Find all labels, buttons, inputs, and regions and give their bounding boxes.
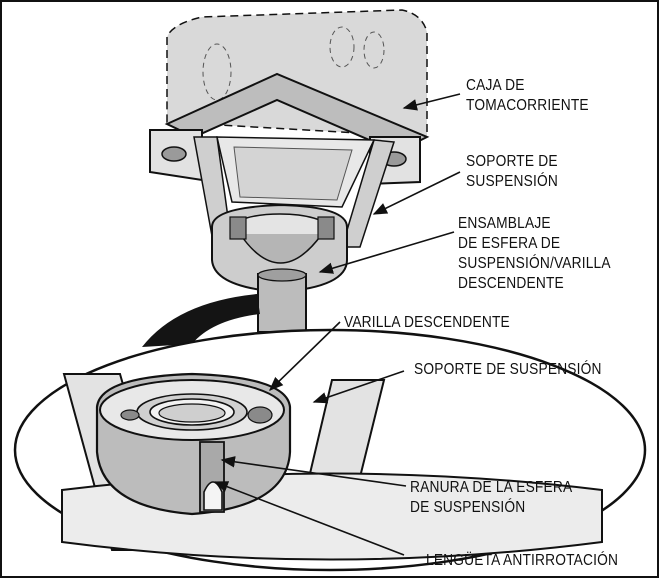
label-line: DE ESFERA DE — [458, 235, 561, 252]
label-anti-rotation-tab: LENGÜETA ANTIRROTACIÓN — [426, 551, 618, 571]
label-ball-downrod-assembly: ENSAMBLAJE DE ESFERA DE SUSPENSIÓN/VARIL… — [458, 214, 611, 294]
label-hanger-bracket-detail: SOPORTE DE SUSPENSIÓN — [414, 360, 602, 380]
label-line: TOMACORRIENTE — [466, 97, 589, 114]
label-line: SOPORTE DE SUSPENSIÓN — [414, 361, 602, 378]
label-line: SUSPENSIÓN/VARILLA — [458, 255, 611, 272]
leader-outlet-box — [402, 93, 461, 111]
label-line: SUSPENSIÓN — [466, 173, 558, 190]
leader-hanger-detail — [312, 370, 405, 404]
label-outlet-box: CAJA DE TOMACORRIENTE — [466, 76, 589, 116]
leader-hanger-bracket — [372, 171, 461, 215]
hanger-bracket — [149, 72, 430, 248]
leader-ball-assembly — [318, 231, 455, 274]
leader-downrod — [268, 321, 341, 392]
label-line: ENSAMBLAJE — [458, 215, 551, 232]
leader-anti-rotation-tab — [213, 481, 405, 556]
label-line: SOPORTE DE — [466, 153, 558, 170]
detail-view — [13, 328, 647, 572]
leader-ball-slot — [220, 456, 407, 487]
label-hanger-bracket: SOPORTE DE SUSPENSIÓN — [466, 152, 558, 192]
detail-callout-shape — [142, 294, 260, 347]
label-ball-slot: RANURA DE LA ESFERA DE SUSPENSIÓN — [410, 478, 572, 518]
label-line: RANURA DE LA ESFERA — [410, 479, 573, 496]
label-line: LENGÜETA ANTIRROTACIÓN — [426, 552, 619, 569]
label-line: VARILLA DESCENDENTE — [344, 314, 510, 331]
leader-lines — [213, 93, 461, 556]
label-downrod: VARILLA DESCENDENTE — [344, 313, 510, 333]
ball-downrod-assembly — [211, 203, 348, 333]
label-line: DESCENDENTE — [458, 275, 564, 292]
label-line: CAJA DE — [466, 77, 525, 94]
label-line: DE SUSPENSIÓN — [410, 499, 526, 516]
